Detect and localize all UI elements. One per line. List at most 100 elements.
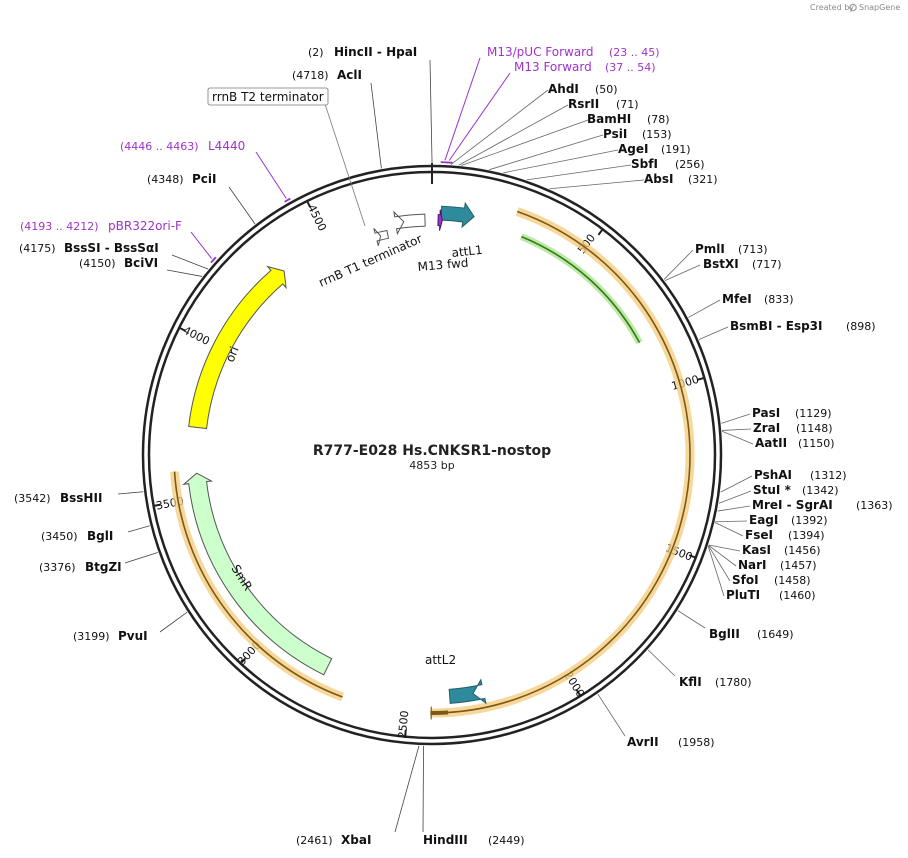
site-connector (708, 545, 731, 582)
primer-connector (444, 57, 481, 161)
enzyme-name: BciVI (124, 256, 158, 270)
rrnb-t2-connector (324, 103, 366, 227)
primer-range-l4440: (4446 .. 4463) (120, 140, 199, 153)
site-connector (394, 745, 420, 833)
enzyme-position: (898) (846, 320, 876, 333)
enzyme-name: AhdI (548, 82, 579, 96)
feature-attl2 (448, 678, 487, 705)
site-connector (721, 413, 751, 424)
enzyme-name: SfoI (732, 573, 759, 587)
primer-connector (448, 72, 511, 161)
enzyme-name: HindIII (423, 833, 468, 847)
enzyme-position: (1458) (774, 574, 811, 587)
enzyme-name: KasI (742, 543, 771, 557)
primer-mark-l4440 (284, 197, 291, 203)
enzyme-labels-left: (2) HincII - HpaI (4718) AclI (4348) Pci… (14, 45, 417, 847)
feature-label-ori: ori (223, 344, 242, 364)
enzyme-position: (1780) (715, 676, 752, 689)
credit-created-by: Created by (810, 3, 854, 12)
tick-mark (697, 376, 706, 381)
feature-label-attl1: attL1 (451, 243, 483, 260)
site-connector (117, 491, 144, 495)
site-connector (720, 475, 753, 493)
feature-m13-fwd (437, 209, 443, 231)
feature-smr (182, 472, 333, 676)
enzyme-position: (4150) (79, 257, 116, 270)
enzyme-name: PasI (752, 406, 780, 420)
enzyme-name: NarI (738, 558, 767, 572)
feature-rrnb-t2-terminator (373, 228, 390, 246)
feature-label-rrnb-t1: rrnB T1 terminator (317, 232, 425, 290)
site-connector (707, 546, 725, 597)
enzyme-name: AbsI (644, 172, 673, 186)
primer-label-pbr322ori-f: pBR322ori-F (108, 219, 182, 233)
enzyme-name: StuI * (753, 483, 792, 497)
site-connector (458, 104, 569, 166)
site-connector (708, 544, 741, 552)
enzyme-name: ZraI (753, 421, 780, 435)
enzyme-position: (833) (764, 293, 794, 306)
enzyme-position: (78) (647, 113, 670, 126)
site-connector (429, 59, 433, 165)
site-connector (171, 254, 209, 270)
plasmid-backbone (141, 163, 723, 746)
enzyme-name: AvrII (627, 735, 659, 749)
site-connector (422, 745, 424, 833)
site-connector (461, 119, 589, 166)
enzyme-name: XbaI (341, 833, 371, 847)
enzyme-position: (1148) (796, 422, 833, 435)
primer-range-m13-forward: (37 .. 54) (605, 61, 656, 74)
enzyme-position: (3376) (39, 561, 76, 574)
tick-mark (688, 554, 698, 559)
enzyme-name: AgeI (618, 142, 648, 156)
site-connector (721, 430, 754, 445)
primer-range-m13-puc-forward: (23 .. 45) (609, 46, 660, 59)
enzyme-position: (3542) (14, 492, 51, 505)
site-connector (228, 186, 256, 225)
enzyme-position: (2461) (296, 834, 333, 847)
enzyme-labels-right: AhdI (50) RsrII (71) BamHI (78) PsiI (15… (423, 82, 893, 847)
enzyme-name: BssSI - BssSαI (64, 241, 159, 255)
primer-mark-pbr322ori-f (210, 256, 217, 264)
feature-label-rrnb-t2: rrnB T2 terminator (212, 90, 324, 104)
feature-label-m13-fwd: M13 fwd (417, 256, 469, 274)
site-connector (647, 649, 676, 677)
site-connector (597, 693, 626, 737)
enzyme-name: PshAI (754, 468, 792, 482)
enzyme-position: (3450) (41, 530, 78, 543)
site-connector (503, 149, 619, 174)
enzyme-name: RsrII (568, 97, 599, 111)
enzyme-name: BssHII (60, 491, 102, 505)
primer-label-l4440: L4440 (208, 139, 245, 153)
enzyme-position: (1958) (678, 736, 715, 749)
snapgene-logo-icon (849, 3, 857, 12)
enzyme-position: (2449) (488, 834, 525, 847)
feature-arrows (170, 161, 695, 720)
enzyme-name: BsmBI - Esp3I (730, 319, 822, 333)
tick-mark (404, 729, 407, 738)
primer-connector (255, 151, 287, 199)
enzyme-name: PciI (192, 172, 217, 186)
site-connector (664, 264, 701, 281)
site-connector (677, 610, 706, 629)
enzyme-name: BglII (709, 627, 740, 641)
site-connector (370, 82, 382, 169)
enzyme-name: EagI (749, 513, 778, 527)
orf-green-line (521, 235, 641, 344)
feature-ori (188, 265, 287, 430)
site-connector (526, 164, 632, 181)
enzyme-name: BamHI (587, 112, 631, 126)
enzyme-position: (1150) (798, 437, 835, 450)
enzyme-name: PmlI (695, 242, 725, 256)
site-connector (714, 522, 744, 537)
tick-label: 2500 (396, 710, 412, 739)
orf-line-left (173, 471, 343, 698)
site-connector (450, 89, 549, 165)
enzyme-position: (50) (595, 83, 618, 96)
site-connector (718, 490, 752, 504)
enzyme-position: (256) (675, 158, 705, 171)
credit-brand: SnapGene (859, 3, 900, 12)
site-connector (489, 134, 604, 171)
site-connector (708, 544, 737, 567)
